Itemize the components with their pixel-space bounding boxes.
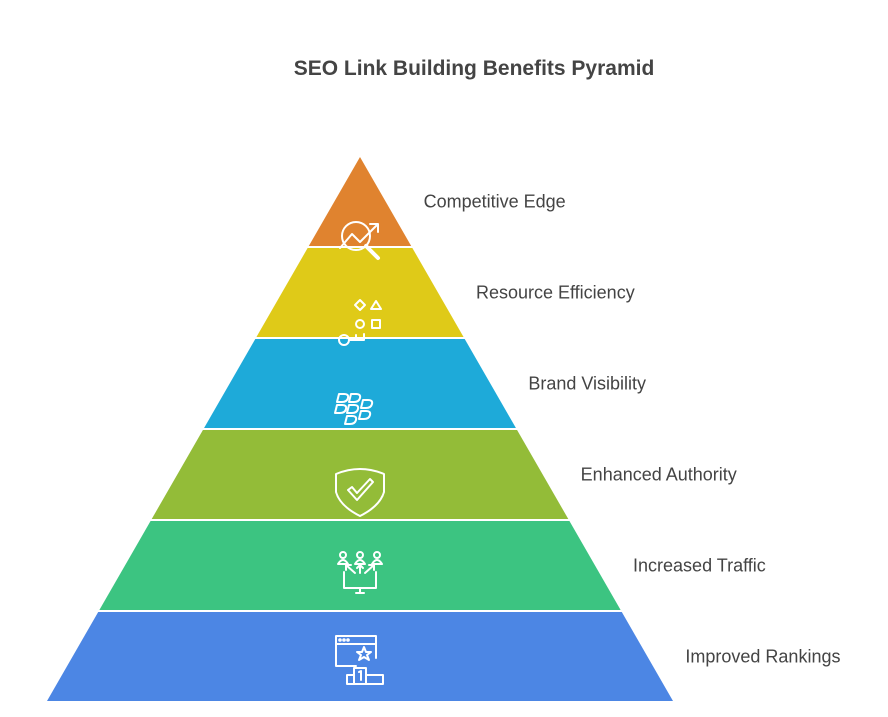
diagram-title: SEO Link Building Benefits Pyramid — [294, 57, 655, 80]
users-monitor-icon — [337, 551, 383, 594]
pyramid-layer-brand-visibility — [204, 339, 516, 428]
shield-check-icon — [335, 468, 385, 517]
layer-label: Enhanced Authority — [581, 465, 737, 485]
layer-label: Brand Visibility — [528, 374, 646, 394]
shapes-icon — [338, 299, 382, 346]
layer-label: Increased Traffic — [633, 556, 766, 576]
brand-logos-icon — [334, 393, 374, 425]
pyramid-layer-resource-efficiency — [256, 248, 464, 337]
chart-magnifier-icon — [339, 221, 380, 260]
layer-label: Resource Efficiency — [476, 283, 635, 303]
pyramid-layer-enhanced-authority — [151, 430, 569, 519]
layer-label: Competitive Edge — [424, 192, 566, 212]
pyramid-layer-competitive-edge — [308, 157, 412, 246]
podium-browser-icon — [335, 635, 384, 685]
layer-label: Improved Rankings — [685, 647, 840, 667]
